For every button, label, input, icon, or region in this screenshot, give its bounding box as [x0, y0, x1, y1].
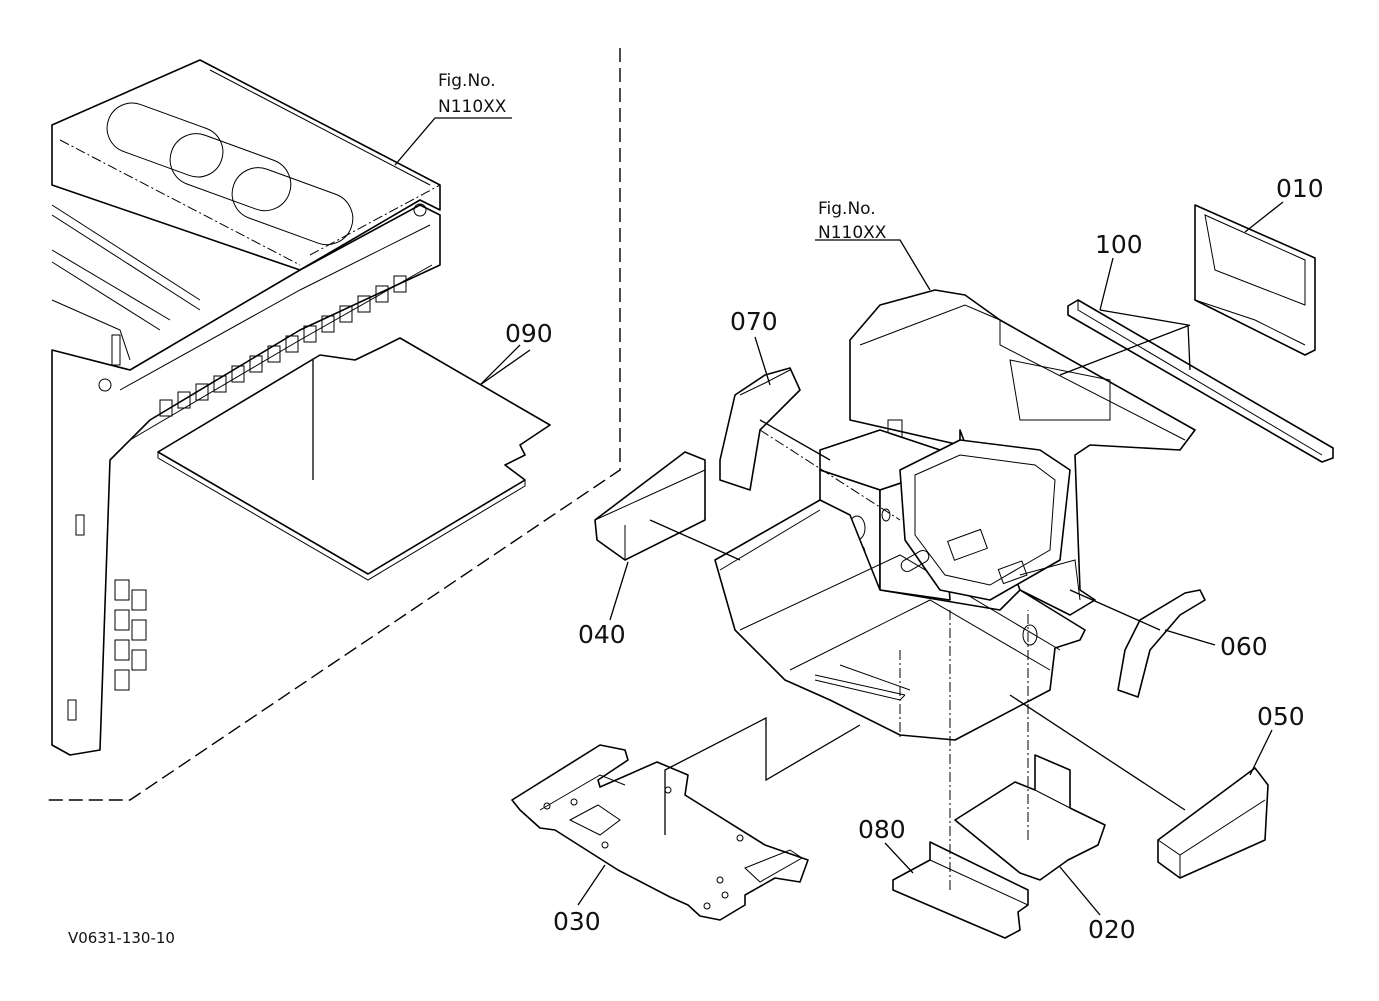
part-050-block	[1157, 767, 1269, 879]
part-number-060: 060	[1220, 632, 1268, 661]
part-number-070: 070	[730, 307, 778, 336]
part-010-rear-panel	[1194, 204, 1316, 356]
part-070-side-pad	[719, 367, 801, 491]
fig-ref-left-label: Fig.No.	[438, 71, 496, 91]
part-number-100: 100	[1095, 230, 1143, 259]
section-divider	[45, 48, 621, 801]
part-number-030: 030	[553, 907, 601, 936]
part-100-bar	[1067, 299, 1334, 463]
leader-lines	[394, 117, 1284, 916]
part-020-pan	[954, 754, 1106, 881]
part-030-floor-plate	[511, 744, 809, 921]
part-040-block	[594, 451, 706, 561]
fig-ref-right: Fig.No. N110XX	[818, 199, 887, 243]
cab-frame-illustration	[51, 59, 441, 756]
drawing-code: V0631-130-10	[68, 929, 175, 947]
part-number-080: 080	[858, 815, 906, 844]
part-number-050: 050	[1257, 702, 1305, 731]
fig-ref-left-code: N110XX	[438, 97, 507, 117]
part-090-floor-mat	[157, 337, 551, 581]
fig-ref-right-label: Fig.No.	[818, 199, 876, 219]
fig-ref-right-code: N110XX	[818, 223, 887, 243]
part-number-010: 010	[1276, 174, 1324, 203]
part-060-bracket	[1117, 589, 1206, 698]
part-number-090: 090	[505, 319, 553, 348]
floor-frame-illustration	[714, 289, 1196, 741]
part-number-040: 040	[578, 620, 626, 649]
fig-ref-left: Fig.No. N110XX	[438, 71, 507, 117]
part-number-020: 020	[1088, 915, 1136, 944]
part-080-plate	[892, 841, 1029, 939]
